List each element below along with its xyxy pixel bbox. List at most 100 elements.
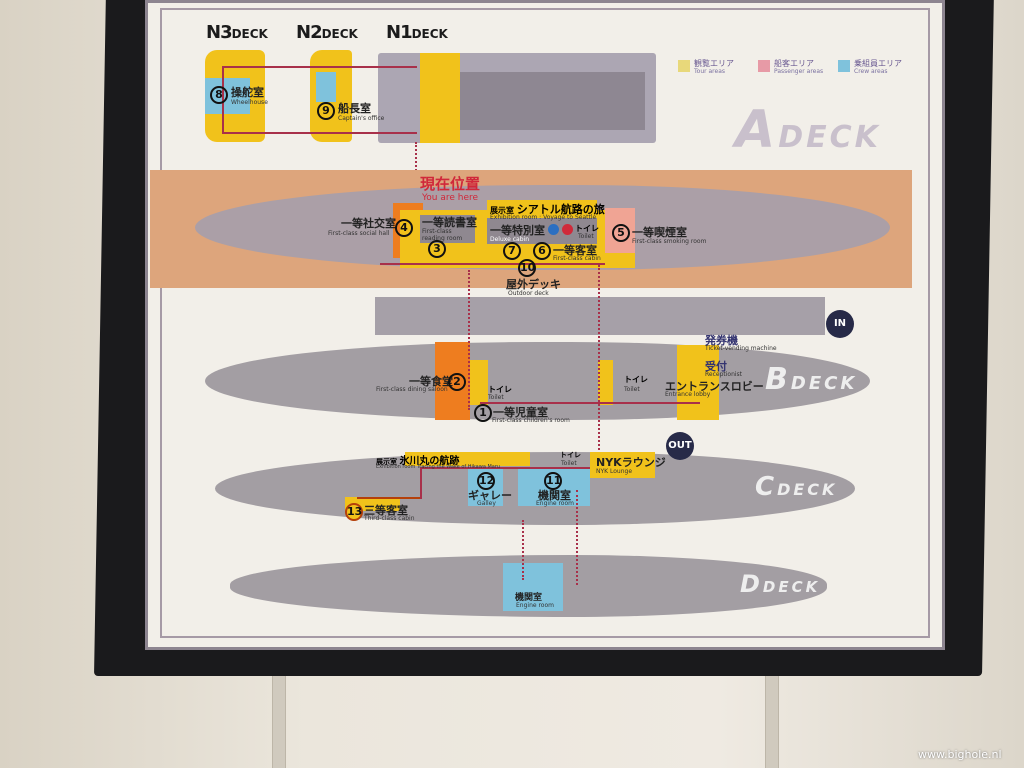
route-dotted: [522, 520, 524, 580]
childrens-room-label-en: First-class children's room: [492, 417, 570, 424]
room-number-8: 8: [210, 86, 228, 104]
captains-office-label-en: Captain's office: [338, 115, 385, 122]
room-number-6: 6: [533, 242, 551, 260]
board-border: [160, 8, 930, 638]
smoking-room-label: 一等喫煙室: [632, 226, 687, 239]
engine-room-label-en: Engine room: [536, 500, 574, 507]
room-number-13: 13: [345, 503, 363, 521]
room-number-3: 3: [428, 240, 446, 258]
reception-label-en: Receptionist: [705, 371, 743, 378]
b-deck-hull: [205, 342, 870, 420]
route-dotted: [468, 270, 470, 410]
legend-swatch-passenger: [758, 60, 770, 72]
captains-office-label: 船長室: [338, 102, 371, 115]
exhibition-c-label-en: Exhibition room Tracing the Wake of Hika…: [376, 464, 501, 470]
room-number-5: 5: [612, 224, 630, 242]
childrens-room-label: 一等児童室: [493, 406, 548, 419]
first-class-cabin-label-en: First-class cabin: [553, 255, 601, 262]
room-number-11: 11: [544, 472, 562, 490]
watermark: www.bighole.nl: [918, 748, 1002, 761]
you-are-here-jp: 現在位置: [420, 175, 481, 193]
toilet-label-en: Toilet: [488, 394, 504, 401]
room-number-10: 10: [518, 259, 536, 277]
n3-deck-label: N3DECK: [206, 22, 268, 43]
route-dotted: [576, 490, 578, 585]
deluxe-cabin-area: [487, 218, 597, 244]
toilet-label-en: Toilet: [624, 386, 640, 393]
toilet-label-en: Toilet: [578, 233, 594, 240]
legend-swatch-tour: [678, 60, 690, 72]
dining-saloon-label: 一等食堂: [409, 375, 453, 388]
male-toilet-icon: [548, 224, 559, 235]
wheelhouse-label-en: Wheelhouse: [231, 99, 268, 106]
room-number-7: 7: [503, 242, 521, 260]
route-line: [380, 263, 605, 265]
social-hall-label-en: First-class social hall: [328, 230, 390, 237]
route-line: [222, 66, 417, 68]
first-class-cabin-label: 一等客室: [553, 244, 597, 257]
nyk-lounge-label: NYKラウンジ: [596, 456, 666, 469]
wheelhouse-label: 操舵室: [231, 86, 264, 99]
route-line: [357, 497, 422, 499]
n2-deck-label: N2DECK: [296, 22, 358, 43]
captains-office-area: [316, 72, 336, 102]
entrance-lobby-label: エントランスロビー: [665, 380, 764, 393]
smoking-room-label-en: First-class smoking room: [632, 238, 707, 245]
n1-structure: [460, 72, 645, 130]
third-class-cabin-label: 三等客室: [364, 504, 408, 517]
hanging-post: [272, 670, 286, 768]
legend-tour-en: Tour areas: [694, 68, 725, 75]
reading-room-label: 一等読書室: [422, 216, 477, 229]
ticket-machine-label-en: Ticket-vending machine: [705, 345, 777, 352]
c-deck-label: CDECK: [755, 472, 838, 502]
deluxe-cabin-label-en: Deluxe cabin: [490, 236, 529, 243]
legend-passenger-en: Passenger areas: [774, 68, 824, 75]
galley-label-en: Galley: [477, 500, 496, 507]
d-engine-room-area: [503, 563, 563, 611]
exhibition-c-area: [405, 452, 530, 466]
b-deck-label: BDECK: [765, 362, 858, 397]
third-class-cabin-label-en: Third-class cabin: [364, 515, 415, 522]
deluxe-cabin-label: 一等特別室: [490, 224, 545, 237]
toilet-label: トイレ: [624, 375, 648, 384]
reading-room-area: [420, 215, 475, 243]
entrance-lobby-label-en: Entrance lobby: [665, 391, 711, 398]
nyk-lounge-label-en: NYK Lounge: [596, 468, 633, 475]
female-toilet-icon: [562, 224, 573, 235]
a-deck-label: ADECK: [735, 100, 881, 160]
legend-crew-jp: 乗組員エリア: [854, 59, 902, 68]
ticket-machine-label: 発券機: [705, 334, 738, 347]
route-line: [222, 132, 417, 134]
outdoor-deck-label: 屋外デッキ: [506, 278, 561, 291]
b-tour-area: [598, 360, 613, 405]
room-number-12: 12: [477, 472, 495, 490]
legend-tour-jp: 観覧エリア: [694, 59, 734, 68]
reception-label: 受付: [705, 360, 727, 373]
d-deck-label: DDECK: [740, 570, 821, 598]
hanging-post: [765, 670, 779, 768]
route-line: [480, 402, 700, 404]
toilet-label: トイレ: [575, 224, 599, 233]
n1-tour-area: [420, 53, 460, 143]
exhibition-a-label: 展示室 シアトル航路の旅: [490, 203, 605, 216]
you-are-here-en: You are here: [422, 193, 479, 203]
toilet-label-en: Toilet: [561, 460, 577, 467]
route-dotted: [415, 142, 417, 182]
room-number-4: 4: [395, 219, 413, 237]
toilet-label: トイレ: [560, 451, 581, 459]
route-dotted: [598, 265, 600, 450]
n1-deck-label: N1DECK: [386, 22, 448, 43]
entrance-lobby-area: [677, 345, 719, 420]
room-number-2: 2: [448, 373, 466, 391]
room-number-1: 1: [474, 404, 492, 422]
b-deck-upper-structure: [375, 297, 825, 335]
outdoor-deck-label-en: Outdoor deck: [508, 290, 549, 297]
legend-passenger-jp: 船客エリア: [774, 59, 814, 68]
exhibition-a-label-en: Exhibition room : Voyage to Seattle: [490, 214, 597, 221]
b-tour-area: [470, 360, 488, 405]
exit-out-badge: OUT: [666, 432, 694, 460]
reading-room-label-en: First-class reading room: [422, 228, 463, 242]
route-line: [420, 467, 590, 469]
toilet-label: トイレ: [488, 385, 512, 394]
entrance-in-badge: IN: [826, 310, 854, 338]
